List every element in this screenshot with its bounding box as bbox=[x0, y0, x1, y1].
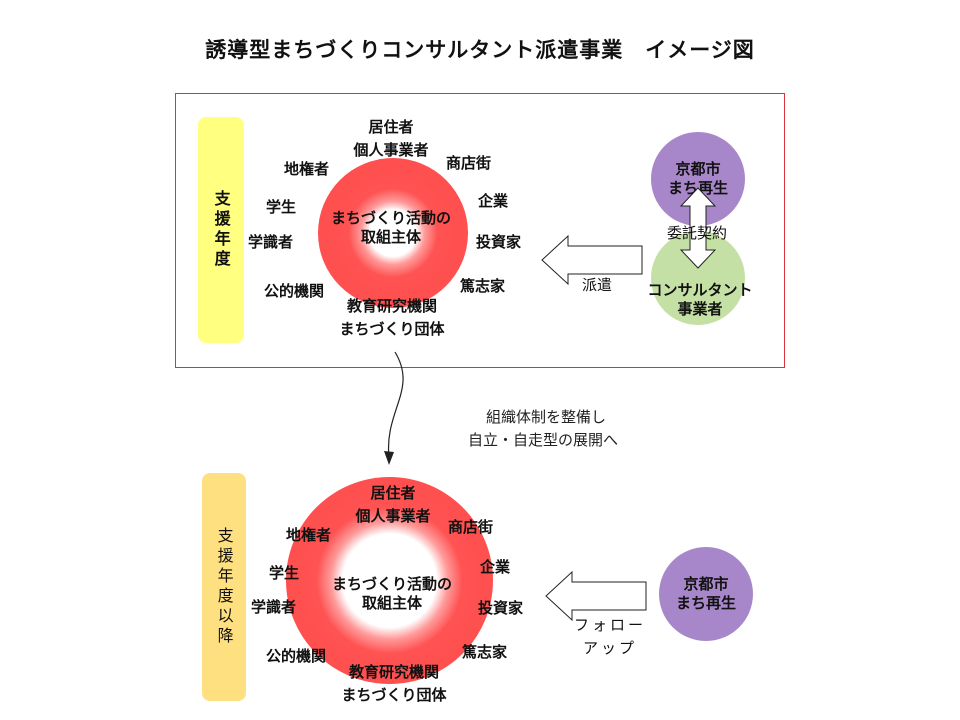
actor-investor: 投資家 bbox=[478, 599, 524, 617]
diagram-title: 誘導型まちづくりコンサルタント派遣事業 イメージ図 bbox=[205, 38, 755, 62]
actor-philanthropist: 篤志家 bbox=[462, 643, 508, 661]
actor-student: 学生 bbox=[266, 198, 297, 216]
ring-center-label: まちづくり活動の 取組主体 bbox=[330, 209, 452, 246]
actor-ring bbox=[318, 158, 468, 308]
actor-public-agency: 公的機関 bbox=[266, 647, 327, 665]
actor-investor: 投資家 bbox=[476, 233, 522, 251]
actor-scholar: 学識者 bbox=[251, 598, 297, 616]
consultant-label: コンサルタント 事業者 bbox=[647, 281, 753, 318]
actor-research-institution: 教育研究機関 bbox=[346, 297, 438, 315]
actor-community-group: まちづくり団体 bbox=[341, 686, 447, 704]
actor-company: 企業 bbox=[480, 558, 511, 576]
support-year-label-box: 支援年度 bbox=[198, 117, 244, 343]
actor-individual-business: 個人事業者 bbox=[355, 507, 431, 525]
city-circle-bottom: 京都市 まち再生 bbox=[659, 547, 753, 641]
support-year-frame bbox=[175, 93, 785, 368]
followup-label: フォロー アップ bbox=[574, 616, 647, 658]
after-support-label: 支援年度以降 bbox=[214, 527, 234, 647]
actor-scholar: 学識者 bbox=[248, 233, 294, 251]
actor-landowner: 地権者 bbox=[284, 160, 330, 178]
actor-student: 学生 bbox=[269, 564, 300, 582]
actor-community-group: まちづくり団体 bbox=[339, 320, 445, 338]
after-support-label-box: 支援年度以降 bbox=[202, 473, 246, 701]
transition-text: 組織体制を整備し 自立・自走型の展開へ bbox=[468, 408, 619, 450]
actor-shopping-street: 商店街 bbox=[446, 154, 492, 172]
actor-individual-business: 個人事業者 bbox=[353, 141, 429, 159]
contract-label: 委託契約 bbox=[666, 224, 728, 242]
dispatch-label: 派遣 bbox=[582, 276, 613, 294]
actor-ring-bottom bbox=[286, 477, 493, 684]
actor-philanthropist: 篤志家 bbox=[460, 277, 506, 295]
actor-public-agency: 公的機関 bbox=[264, 282, 325, 300]
actor-resident: 居住者 bbox=[368, 118, 414, 136]
ring-center-label-bottom: まちづくり活動の 取組主体 bbox=[331, 575, 453, 612]
support-year-label: 支援年度 bbox=[211, 190, 231, 270]
actor-shopping-street: 商店街 bbox=[448, 518, 494, 536]
actor-research-institution: 教育研究機関 bbox=[348, 663, 440, 681]
actor-resident: 居住者 bbox=[370, 484, 416, 502]
actor-landowner: 地権者 bbox=[286, 526, 332, 544]
actor-company: 企業 bbox=[478, 192, 509, 210]
